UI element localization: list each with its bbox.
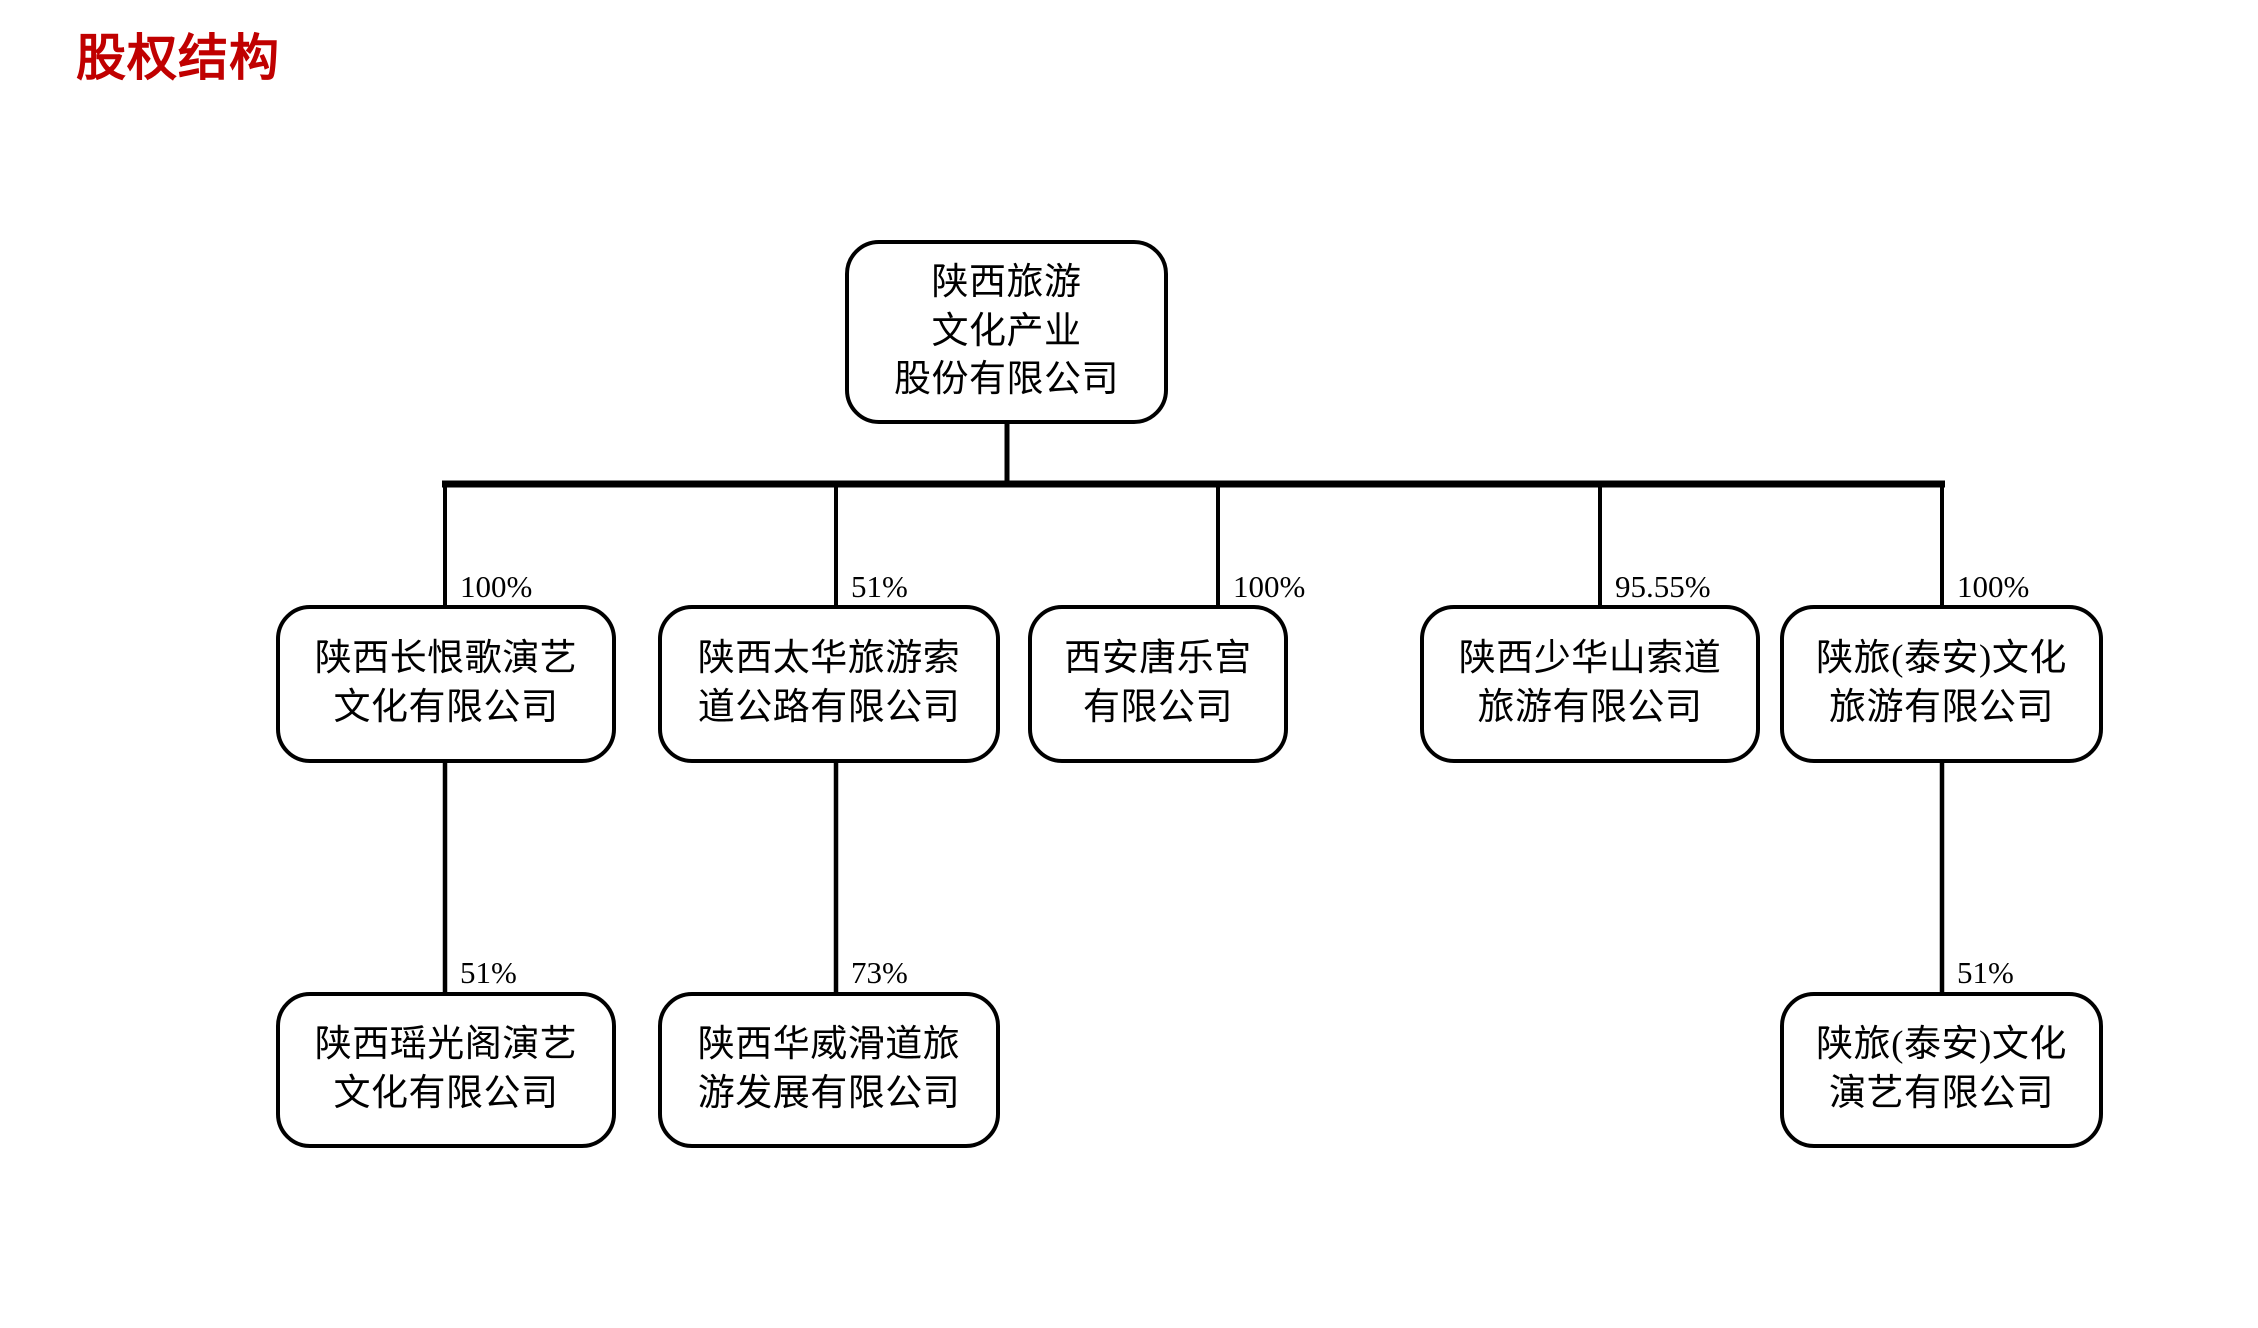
- percent-label-subsidiary-4: 95.55%: [1615, 569, 1711, 604]
- node-grandchild-1-line-1: 陕西瑶光阁演艺: [314, 1024, 578, 1066]
- node-grandchild-3-line-1: 陕旅(泰安)文化: [1816, 1024, 2067, 1066]
- node-grandchild-3-line-2: 演艺有限公司: [1829, 1073, 2054, 1114]
- node-subsidiary-5-line-1: 陕旅(泰安)文化: [1816, 638, 2067, 680]
- node-grandchild-2[interactable]: 陕西华威滑道旅 游发展有限公司: [658, 992, 1000, 1148]
- page-title: 股权结构: [76, 30, 280, 86]
- node-root[interactable]: 陕西旅游 文化产业 股份有限公司: [845, 240, 1168, 424]
- node-subsidiary-4[interactable]: 陕西少华山索道 旅游有限公司: [1420, 605, 1760, 763]
- node-subsidiary-5-line-2: 旅游有限公司: [1829, 687, 2054, 728]
- node-subsidiary-2-line-2: 道公路有限公司: [697, 687, 961, 728]
- node-subsidiary-4-line-1: 陕西少华山索道: [1458, 638, 1722, 680]
- node-grandchild-2-line-2: 游发展有限公司: [697, 1073, 961, 1114]
- percent-label-subsidiary-5: 100%: [1957, 569, 2030, 604]
- node-grandchild-1-line-2: 文化有限公司: [333, 1073, 559, 1114]
- node-root-line-1: 陕西旅游: [931, 261, 1082, 303]
- percent-label-subsidiary-1: 100%: [460, 569, 533, 604]
- node-root-line-3: 股份有限公司: [894, 359, 1119, 401]
- node-subsidiary-2[interactable]: 陕西太华旅游索 道公路有限公司: [658, 605, 1000, 763]
- node-subsidiary-3-line-1: 西安唐乐宫: [1064, 638, 1252, 680]
- node-subsidiary-1[interactable]: 陕西长恨歌演艺 文化有限公司: [276, 605, 616, 763]
- percent-label-grandchild-2: 73%: [851, 955, 908, 990]
- node-subsidiary-1-line-1: 陕西长恨歌演艺: [314, 638, 578, 680]
- node-root-line-2: 文化产业: [931, 310, 1082, 352]
- node-grandchild-2-line-1: 陕西华威滑道旅: [697, 1024, 961, 1066]
- percent-label-subsidiary-3: 100%: [1233, 569, 1306, 604]
- node-subsidiary-3-line-2: 有限公司: [1083, 687, 1233, 728]
- node-subsidiary-3[interactable]: 西安唐乐宫 有限公司: [1028, 605, 1288, 763]
- node-subsidiary-1-line-2: 文化有限公司: [333, 687, 559, 728]
- percent-label-grandchild-3: 51%: [1957, 955, 2014, 990]
- percent-label-subsidiary-2: 51%: [851, 569, 908, 604]
- node-subsidiary-2-line-1: 陕西太华旅游索: [697, 638, 961, 680]
- percent-label-grandchild-1: 51%: [460, 955, 517, 990]
- node-grandchild-1[interactable]: 陕西瑶光阁演艺 文化有限公司: [276, 992, 616, 1148]
- node-grandchild-3[interactable]: 陕旅(泰安)文化 演艺有限公司: [1780, 992, 2103, 1148]
- node-subsidiary-4-line-2: 旅游有限公司: [1477, 687, 1703, 728]
- node-subsidiary-5[interactable]: 陕旅(泰安)文化 旅游有限公司: [1780, 605, 2103, 763]
